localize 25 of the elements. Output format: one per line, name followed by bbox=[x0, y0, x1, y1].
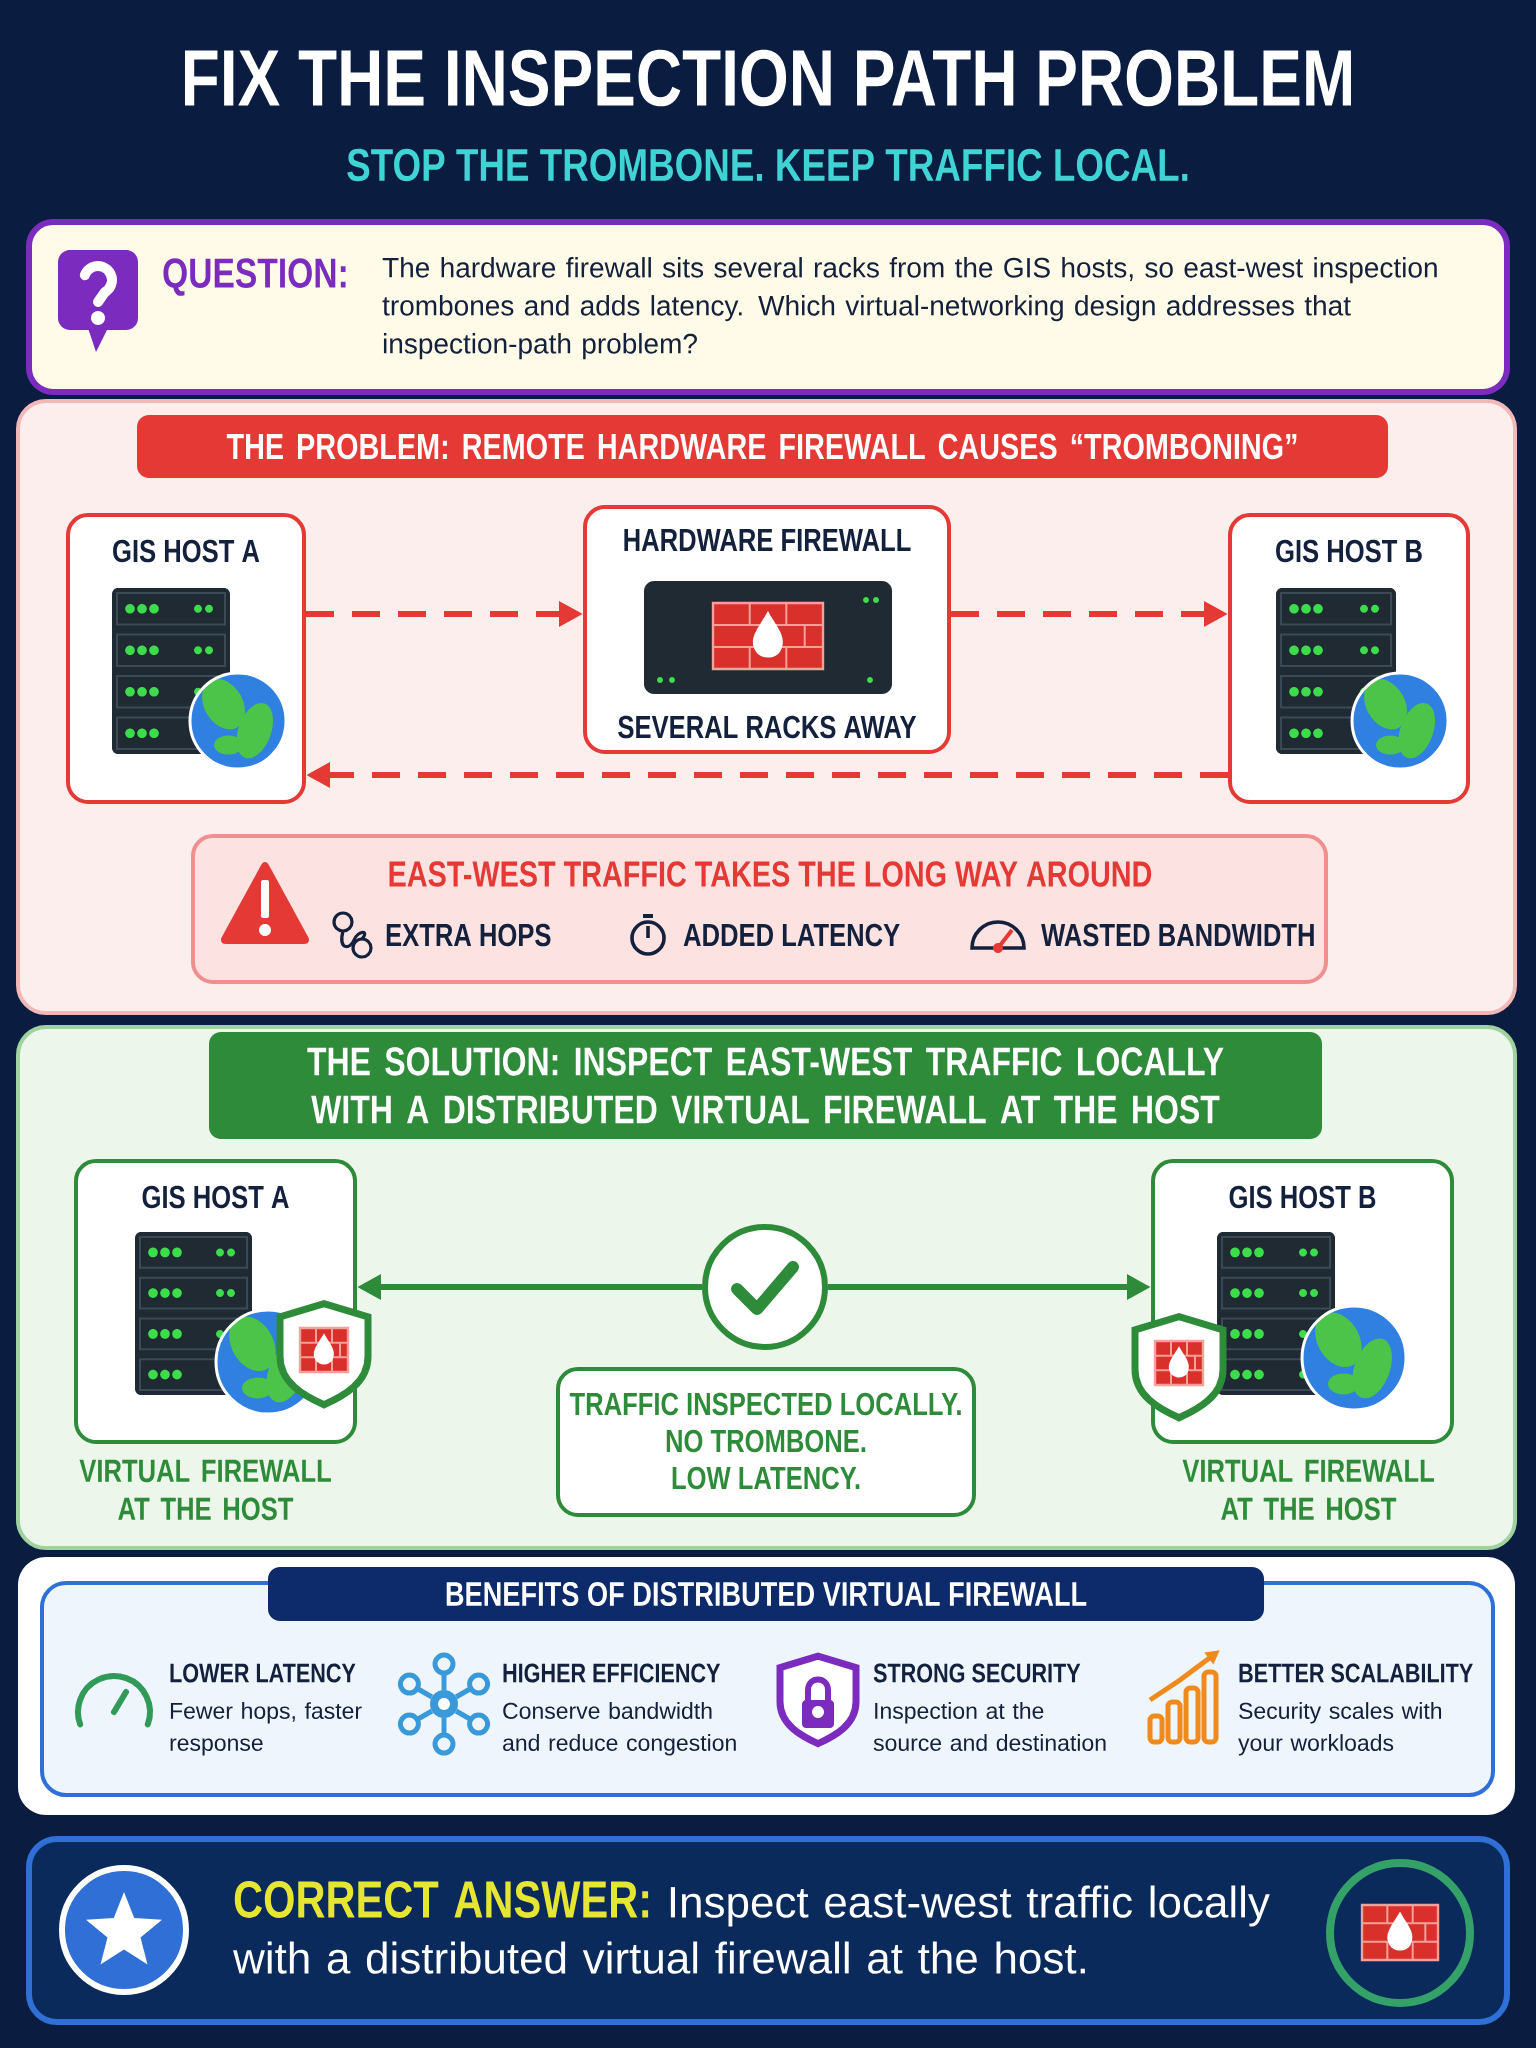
impact-label: ADDED LATENCY bbox=[683, 923, 900, 947]
benefit-text: Inspection at the source and destination bbox=[873, 1702, 1106, 1751]
title: FIX THE INSPECTION PATH PROBLEM bbox=[185, 49, 1351, 107]
benefit-heading: LOWER LATENCY bbox=[170, 1663, 356, 1683]
heading-banner: THE PROBLEM: REMOTE HARDWARE FIREWALL CAUSES “TROMBONING” bbox=[137, 415, 1388, 478]
benefit-text: Fewer hops, faster response bbox=[170, 1702, 362, 1756]
question-icon bbox=[58, 250, 138, 352]
host-caption: VIRTUAL FIREWALL AT THE HOST bbox=[79, 1459, 331, 1521]
question-box: QUESTION: The hardware firewall sits several racks from the GIS hosts, so east-west inspection trombones and adds latency. Which virtual-networking design addresses that inspection-path problem? bbox=[26, 219, 1510, 395]
heading-banner: BENEFITS OF DISTRIBUTED VIRTUAL FIREWALL bbox=[268, 1567, 1264, 1621]
benefit-text: Security scales with your workloads bbox=[1238, 1702, 1442, 1756]
subtitle: STOP THE TROMBONE. KEEP TRAFFIC LOCAL. bbox=[347, 148, 1188, 182]
check-circle bbox=[702, 1224, 828, 1350]
benefit-text: Conserve bandwidth and reduce congestion bbox=[503, 1702, 736, 1756]
node-label: SEVERAL RACKS AWAY bbox=[618, 715, 917, 739]
benefit-heading: STRONG SECURITY bbox=[873, 1663, 1081, 1683]
benefit-heading: BETTER SCALABILITY bbox=[1239, 1663, 1473, 1683]
node-label: HARDWARE FIREWALL bbox=[624, 528, 911, 552]
host-caption: VIRTUAL FIREWALL AT THE HOST bbox=[1182, 1459, 1434, 1521]
impact-label: WASTED BANDWIDTH bbox=[1041, 923, 1314, 947]
heading-banner: THE SOLUTION: INSPECT EAST-WEST TRAFFIC LOCALLY WITH A DISTRIBUTED VIRTUAL FIREWALL AT THE HOST bbox=[209, 1032, 1322, 1139]
answer-text: CORRECT ANSWER: Inspect east-west traffic locally with a distributed virtual firewall at the host. bbox=[233, 1881, 1270, 1974]
benefit-heading: HIGHER EFFICIENCY bbox=[503, 1663, 721, 1683]
impact-label: EXTRA HOPS bbox=[386, 923, 551, 947]
result-box: TRAFFIC INSPECTED LOCALLY. NO TROMBONE. LOW LATENCY. bbox=[556, 1367, 976, 1517]
